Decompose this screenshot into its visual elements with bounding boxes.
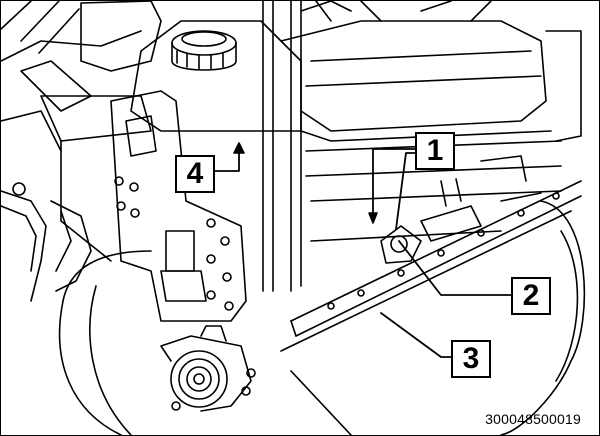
drum-hub	[160, 325, 256, 412]
document-number: 300048500019	[485, 411, 581, 427]
callout-3: 3	[451, 340, 491, 378]
handle-bars	[262, 1, 302, 292]
roller-drum	[58, 200, 586, 435]
callout-2: 2	[511, 277, 551, 315]
callout-4: 4	[175, 155, 215, 193]
lifting-plate	[110, 90, 247, 322]
engine-block	[40, 1, 582, 262]
scraper-rail	[280, 155, 582, 352]
arrow-head-4	[233, 142, 245, 154]
leader-lines	[214, 148, 512, 358]
filler-cap	[171, 30, 237, 71]
hydraulic-hose	[1, 182, 92, 302]
callout-1: 1	[415, 132, 455, 170]
filter-assembly	[380, 178, 482, 264]
arrow-head-1	[368, 212, 378, 224]
